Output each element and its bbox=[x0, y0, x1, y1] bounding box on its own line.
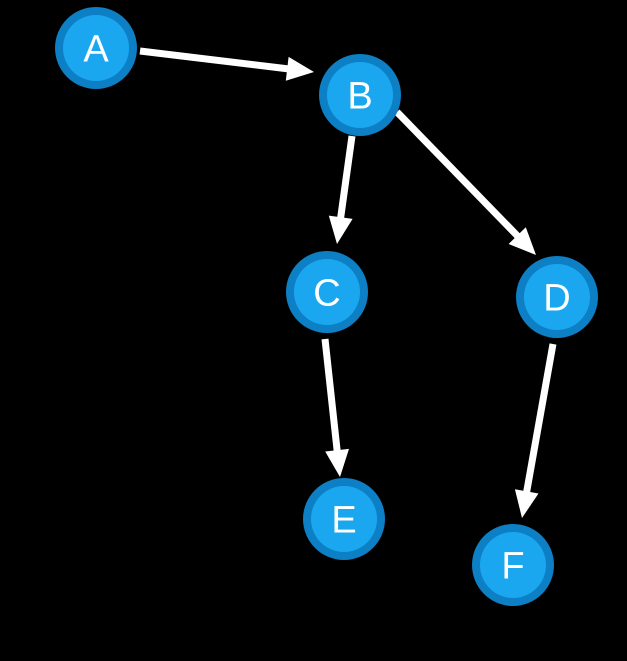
node-A[interactable]: A bbox=[55, 7, 137, 89]
nodes-layer: A B C D E F bbox=[55, 7, 598, 606]
node-D[interactable]: D bbox=[516, 256, 598, 338]
edge-D-F bbox=[514, 343, 557, 518]
arrowhead-icon bbox=[325, 448, 349, 477]
node-F[interactable]: F bbox=[472, 524, 554, 606]
edge-line bbox=[394, 109, 522, 240]
arrowhead-icon bbox=[514, 489, 539, 518]
edge-C-E bbox=[321, 338, 349, 477]
node-inner-circle bbox=[524, 264, 590, 330]
edge-B-C bbox=[328, 135, 356, 244]
node-inner-circle bbox=[327, 62, 393, 128]
node-inner-circle bbox=[311, 486, 377, 552]
edge-line bbox=[336, 135, 356, 220]
edge-B-D bbox=[394, 109, 536, 255]
node-inner-circle bbox=[294, 259, 360, 325]
node-inner-circle bbox=[63, 15, 129, 81]
edge-A-B bbox=[139, 47, 314, 81]
edge-line bbox=[321, 338, 341, 453]
node-inner-circle bbox=[480, 532, 546, 598]
arrowhead-icon bbox=[285, 56, 314, 81]
arrowhead-icon bbox=[328, 215, 353, 244]
node-B[interactable]: B bbox=[319, 54, 401, 136]
edge-line bbox=[522, 343, 557, 495]
node-E[interactable]: E bbox=[303, 478, 385, 560]
node-C[interactable]: C bbox=[286, 251, 368, 333]
arrowhead-icon bbox=[508, 227, 536, 255]
edge-line bbox=[139, 47, 290, 73]
edges-layer bbox=[139, 47, 557, 518]
